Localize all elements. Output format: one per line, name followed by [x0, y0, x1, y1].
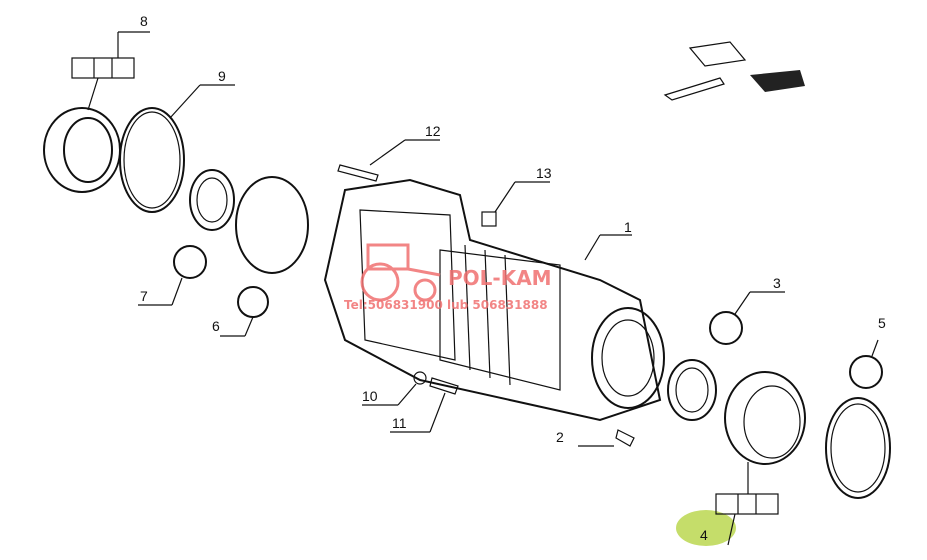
- watermark-brand: POL-KAM: [448, 266, 552, 290]
- callout-8: 8: [140, 13, 148, 29]
- callout-2: 2: [556, 429, 564, 445]
- part-4-bearing: [715, 371, 806, 546]
- part-9-ring: [119, 84, 235, 213]
- part-7-ring: [138, 169, 235, 306]
- callout-10: 10: [362, 388, 378, 404]
- part-6-ring: [220, 176, 309, 337]
- part-5-ring: [825, 339, 891, 499]
- orientation-arrows-icon: [663, 41, 805, 101]
- callout-5: 5: [878, 315, 886, 331]
- callout-1: 1: [624, 219, 632, 235]
- tractor-icon: [360, 243, 441, 302]
- callout-11: 11: [392, 415, 407, 431]
- part-11-bolt: [390, 377, 459, 433]
- callout-13: 13: [536, 165, 552, 181]
- part-12-stud: [337, 139, 440, 182]
- callout-3: 3: [773, 275, 781, 291]
- callout-12: 12: [425, 123, 441, 139]
- part-2-screw: [578, 429, 635, 447]
- highlight-marker: [676, 510, 736, 546]
- part-1-housing: [323, 178, 665, 422]
- part-3-ring: [667, 291, 785, 421]
- part-10-washer: [362, 371, 427, 406]
- callout-4: 4: [700, 527, 708, 543]
- callout-6: 6: [212, 318, 220, 334]
- watermark-logo: POL-KAM Tel:506831900 lub 506831888: [344, 243, 552, 312]
- callout-7: 7: [140, 288, 148, 304]
- callout-9: 9: [218, 68, 226, 84]
- part-13-plug: [481, 181, 550, 227]
- watermark-phone: Tel:506831900 lub 506831888: [344, 298, 548, 312]
